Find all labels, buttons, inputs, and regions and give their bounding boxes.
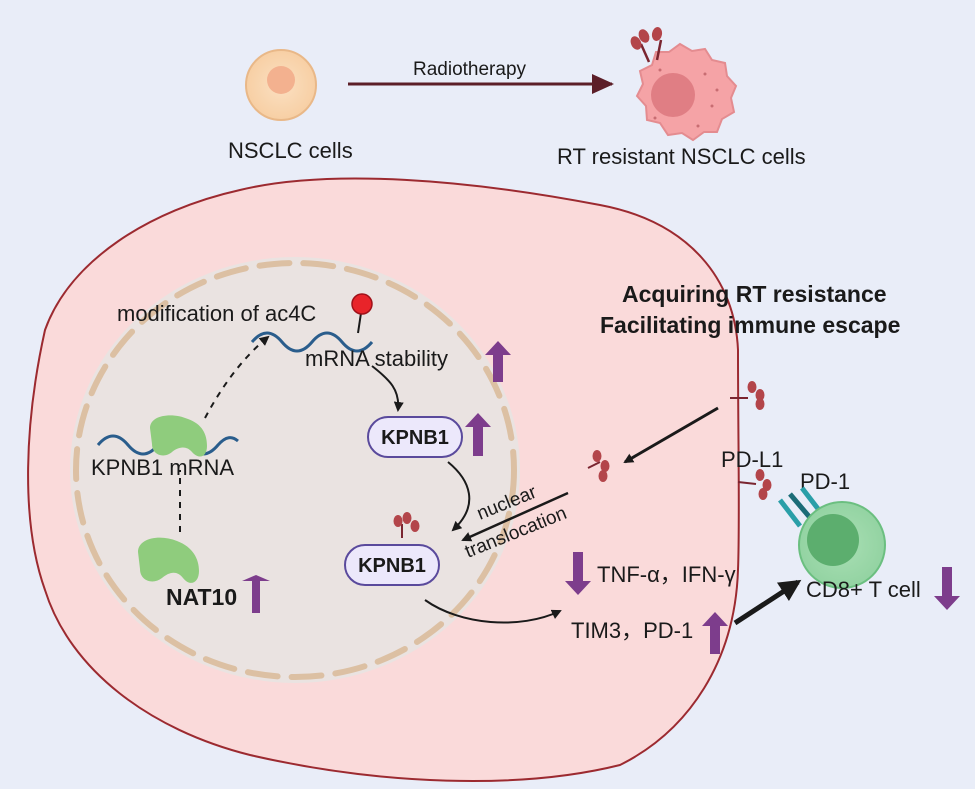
pd-l1-on-kpnb1-icon: [393, 512, 420, 538]
pd-l1-membrane-lower-icon: [737, 469, 772, 500]
cd8-t-cell-icon: [798, 501, 886, 589]
nat10-label: NAT10: [166, 584, 237, 610]
pd-l1-label: PD-L1: [721, 447, 783, 472]
nscl-cell-icon: [245, 49, 317, 121]
kpnb1-upper-box: [367, 416, 463, 458]
kpnb1-upper-label: KPNB1: [381, 427, 449, 449]
cytokines-label: TNF-α，IFN-γ: [597, 562, 736, 587]
effect-arrow: [424, 599, 562, 624]
tcell-down-arrow-icon: [934, 567, 960, 610]
nuclear-import-arrow: [447, 461, 471, 532]
translocation-arrow: [461, 491, 569, 542]
pd-l1-on-resistant-cell-icon: [630, 27, 663, 63]
kpnb1-lower-label: KPNB1: [358, 555, 426, 577]
checkpoints-up-arrow-icon: [702, 612, 728, 654]
kpnb1-up-arrow-icon: [465, 413, 491, 456]
cd8-t-cell-label: CD8+ T cell: [806, 577, 921, 602]
rt-resistant-cells-label: RT resistant NSCLC cells: [557, 144, 806, 169]
radiotherapy-label: Radiotherapy: [413, 59, 527, 80]
mrna-stability-label: mRNA stability: [305, 346, 448, 371]
ac4c-modification-arrow: [204, 335, 270, 419]
ac4c-mrna-strand: [250, 331, 374, 353]
nuclear-envelope: [73, 260, 517, 680]
rt-resistant-cell-icon: [630, 27, 738, 142]
translation-arrow: [371, 365, 404, 412]
ac4c-label: modification of ac4C: [117, 301, 316, 326]
tcell-exhaustion-arrow: [733, 579, 802, 626]
nat10-protein-icon: [138, 537, 199, 583]
cytokines-down-arrow-icon: [565, 552, 591, 595]
headline-line1: Acquiring RT resistance: [622, 281, 887, 307]
kpnb1-lower-box: [344, 544, 440, 586]
nat10-up-arrow-icon: [242, 575, 270, 613]
ac4c-mark-icon: [351, 293, 373, 315]
kpnb1-mrna-label: KPNB1 mRNA: [91, 455, 234, 480]
headline-line2: Facilitating immune escape: [600, 312, 900, 338]
nat10-bound-protein-icon: [150, 415, 207, 457]
internalization-arrow: [623, 406, 719, 464]
pd-1-label: PD-1: [800, 469, 850, 494]
nscl-cells-label: NSCLC cells: [228, 138, 353, 163]
pd-l1-membrane-upper-icon: [730, 381, 765, 410]
checkpoints-label: TIM3，PD-1: [571, 618, 693, 643]
stability-up-arrow-icon: [485, 341, 511, 382]
pd-l1-internalizing-icon: [587, 450, 610, 482]
